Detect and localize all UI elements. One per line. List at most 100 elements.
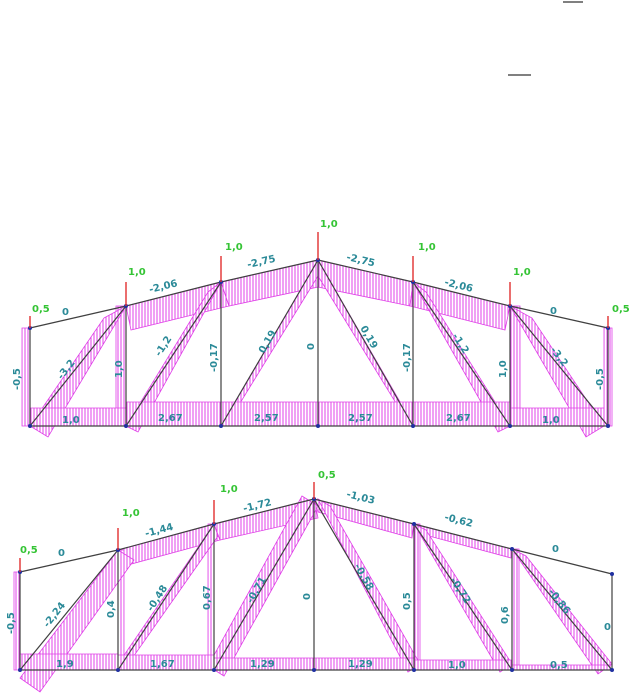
force-label: -0,17 — [402, 343, 413, 372]
band-end-post-left — [21, 327, 31, 427]
force-label: 0 — [306, 343, 317, 350]
node — [508, 424, 512, 428]
force-label: 1,67 — [150, 659, 175, 670]
node — [610, 668, 614, 672]
force-label: 0 — [58, 548, 65, 559]
diagonal-2 — [117, 523, 215, 671]
node — [116, 668, 120, 672]
diagonal-5 — [413, 523, 513, 671]
node — [411, 424, 415, 428]
diagonal-5 — [412, 281, 511, 427]
top-chord-6 — [511, 548, 613, 575]
force-label: 2,57 — [348, 413, 373, 424]
load-label: 1,0 — [225, 242, 243, 253]
diagonal-4 — [313, 498, 415, 671]
top-chord-1 — [19, 549, 119, 573]
force-label: -0,17 — [209, 343, 220, 372]
diagonal-1 — [29, 305, 127, 427]
band-diag-2 — [125, 281, 222, 433]
load-labels-1: 0,5 1,0 1,0 1,0 1,0 1,0 0,5 — [32, 219, 630, 315]
node — [606, 424, 610, 428]
top-chord-1 — [29, 305, 127, 329]
top-chord-3 — [220, 259, 319, 283]
force-label: 0 — [62, 307, 69, 318]
force-label: 1,0 — [498, 360, 509, 378]
force-label: -2,75 — [246, 254, 277, 271]
force-label: 0,6 — [500, 606, 511, 624]
force-label: -0,5 — [12, 368, 23, 390]
top-chord-2 — [117, 523, 215, 551]
node — [219, 424, 223, 428]
load-label: 0,5 — [612, 304, 630, 315]
node — [412, 668, 416, 672]
force-label: 2,67 — [446, 413, 471, 424]
load-label: 0,5 — [318, 470, 336, 481]
force-label: -1,03 — [345, 489, 376, 507]
load-label: 1,0 — [513, 267, 531, 278]
force-label: 2,67 — [158, 413, 183, 424]
force-label: 1,0 — [114, 360, 125, 378]
load-label: 0,5 — [20, 545, 38, 556]
force-label: 1,29 — [348, 659, 373, 670]
load-label: 1,0 — [220, 484, 238, 495]
load-label: 0,5 — [32, 304, 50, 315]
force-label: 0,67 — [202, 585, 213, 610]
top-artifacts — [508, 1, 583, 76]
force-label: 1,9 — [56, 659, 74, 670]
node — [18, 668, 22, 672]
diagonal-6 — [511, 548, 613, 671]
node — [610, 572, 614, 576]
force-label: 0 — [552, 544, 559, 555]
node — [510, 668, 514, 672]
top-chord-5 — [413, 523, 513, 550]
force-label: -0,5 — [595, 368, 606, 390]
force-label: 0,4 — [106, 600, 117, 618]
force-bands-2 — [13, 495, 613, 693]
force-label: 0 — [302, 593, 313, 600]
band-post-6-2 — [511, 548, 520, 671]
load-label: 1,0 — [128, 267, 146, 278]
load-arrows-2 — [19, 482, 315, 572]
force-label: 0 — [550, 306, 557, 317]
force-label: 1,0 — [542, 415, 560, 426]
force-bands-1 — [21, 258, 613, 438]
force-label: 0 — [604, 622, 611, 633]
node — [28, 424, 32, 428]
force-label: -0,62 — [443, 512, 474, 530]
load-arrows-1 — [29, 232, 609, 328]
load-label: 1,0 — [418, 242, 436, 253]
node — [312, 668, 316, 672]
load-label: 1,0 — [122, 508, 140, 519]
top-chord-4 — [317, 259, 414, 283]
band-post-5-2 — [413, 523, 421, 671]
top-chord-2 — [125, 281, 222, 307]
force-label: 1,0 — [62, 415, 80, 426]
diagonal-2 — [125, 281, 222, 427]
force-label: -0,58 — [351, 562, 375, 592]
top-chord-4 — [313, 498, 415, 525]
node — [412, 522, 416, 526]
top-chord-6 — [509, 305, 609, 329]
force-label: 1,29 — [250, 659, 275, 670]
load-label: 1,0 — [320, 219, 338, 230]
top-chord-3 — [213, 498, 315, 525]
truss-diagram-1: 0,5 1,0 1,0 1,0 1,0 1,0 0,5 0 -2,06 -2,7… — [12, 219, 630, 438]
force-label: 2,57 — [254, 413, 279, 424]
node — [510, 547, 514, 551]
load-labels-2: 0,5 1,0 1,0 0,5 — [20, 470, 336, 556]
node — [124, 424, 128, 428]
force-label: 0,5 — [402, 592, 413, 610]
diagonal-6 — [509, 305, 609, 427]
force-label: -0,5 — [6, 612, 17, 634]
force-label: 1,0 — [448, 660, 466, 671]
node — [316, 424, 320, 428]
node — [212, 668, 216, 672]
nodes-2 — [18, 497, 614, 672]
diagonal-1 — [19, 549, 119, 671]
truss-diagram-2: 0,5 1,0 1,0 0,5 0 -1,44 -1,72 -1,03 -0,6… — [6, 470, 614, 693]
force-label: 0,5 — [550, 660, 568, 671]
diagonal-4 — [317, 259, 414, 427]
diagonal-3 — [213, 498, 315, 671]
diagonal-3 — [220, 259, 319, 427]
